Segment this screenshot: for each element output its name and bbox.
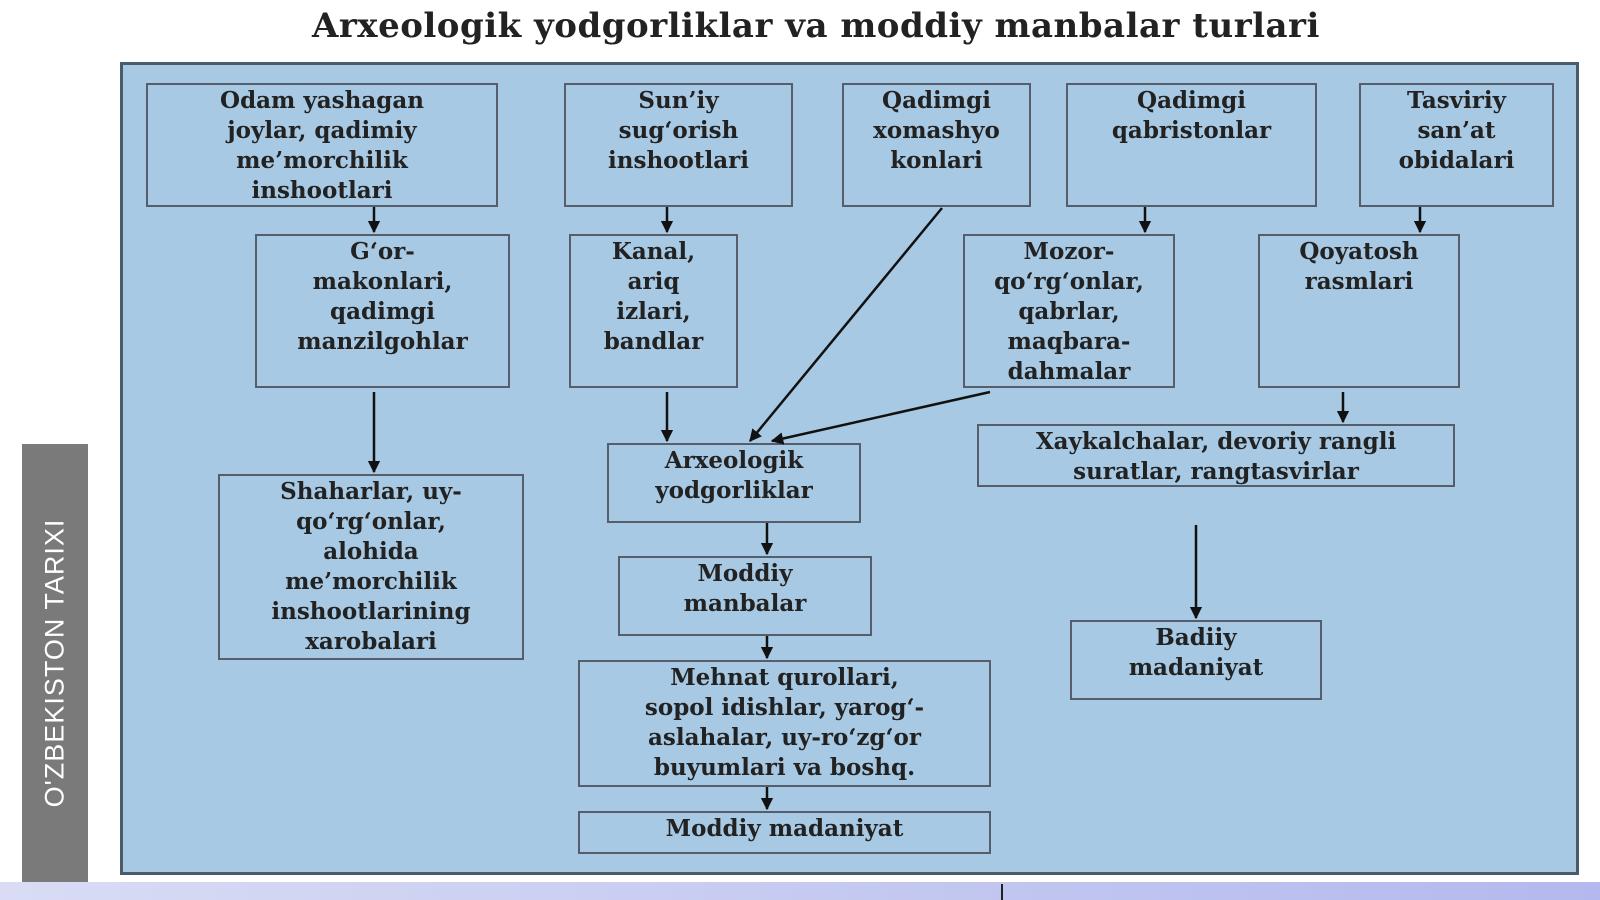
node-statuettes: Xaykalchalar, devoriy rangli suratlar, r…: [977, 424, 1455, 487]
node-caves: G‘or- makonlari, qadimgi manzilgohlar: [255, 234, 510, 388]
node-cemeteries: Qadimgi qabristonlar: [1066, 83, 1317, 207]
text-cursor: [1001, 884, 1003, 900]
node-material-culture: Moddiy madaniyat: [578, 811, 991, 854]
node-burial-mounds: Mozor- qo‘rg‘onlar, qabrlar, maqbara- da…: [963, 234, 1175, 388]
sidebar-band: [22, 444, 88, 882]
node-fine-art: Tasviriy san’at obidalari: [1359, 83, 1554, 207]
page-title: Arxeologik yodgorliklar va moddiy manbal…: [312, 6, 1320, 46]
node-canals: Kanal, ariq izlari, bandlar: [569, 234, 738, 388]
bottom-bar: [0, 882, 1600, 900]
node-artistic-culture: Badiiy madaniyat: [1070, 620, 1322, 700]
node-labor-tools: Mehnat qurollari, sopol idishlar, yarog‘…: [578, 660, 991, 787]
node-cities: Shaharlar, uy- qo‘rg‘onlar, alohida me’m…: [218, 474, 524, 660]
node-archaeological-monuments: Arxeologik yodgorliklar: [607, 443, 861, 523]
node-raw-material-mines: Qadimgi xomashyo konlari: [842, 83, 1031, 207]
node-settlements: Odam yashagan joylar, qadimiy me’morchil…: [146, 83, 498, 207]
node-irrigation: Sun’iy sug‘orish inshootlari: [564, 83, 793, 207]
node-rock-paintings: Qoyatosh rasmlari: [1258, 234, 1460, 388]
arrow-mounds-arx: [770, 390, 991, 445]
arrow-mines-arx: [749, 207, 943, 442]
node-material-sources: Moddiy manbalar: [618, 556, 872, 636]
